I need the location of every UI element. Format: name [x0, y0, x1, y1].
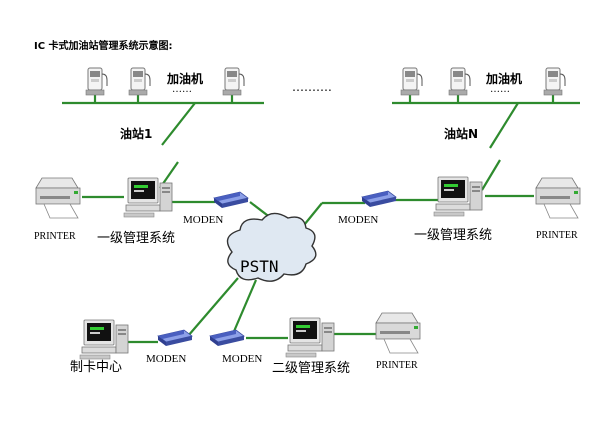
fuel-pump-icon	[85, 67, 108, 96]
second-level-name: 二级管理系统	[272, 361, 351, 376]
modem-icon	[213, 191, 249, 209]
modem-icon	[209, 329, 245, 347]
left-printer-label: PRINTER	[34, 231, 76, 242]
station-n-name: 油站N	[444, 127, 479, 141]
computer-icon	[79, 319, 129, 360]
fuel-pump-icon	[543, 67, 566, 96]
network-links	[62, 95, 580, 344]
printer-icon	[375, 312, 421, 354]
link-stationN-diag	[489, 102, 519, 149]
station-n-dots: ……	[490, 84, 510, 95]
right-modem-label: MODEN	[338, 214, 379, 226]
card-center-modem-label: MODEN	[146, 353, 187, 365]
left-center-name: 一级管理系统	[97, 231, 176, 246]
right-printer-label: PRINTER	[536, 230, 578, 241]
second-level-modem-label: MODEN	[222, 353, 263, 365]
station-1-pump-label: 加油机	[167, 72, 204, 86]
pstn-cloud-icon	[226, 212, 317, 282]
right-center-name: 一级管理系统	[414, 228, 493, 243]
left-modem-label: MODEN	[183, 214, 224, 226]
station-n-pump-label: 加油机	[486, 72, 523, 86]
middle-dots: ……….	[292, 80, 332, 94]
link-net-card-modem	[187, 277, 239, 337]
fuel-pump-icon	[222, 67, 245, 96]
link-net-second-modem	[230, 279, 258, 337]
modem-icon	[157, 329, 193, 347]
station-1-name: 油站1	[120, 127, 153, 141]
fuel-pump-icon	[128, 67, 151, 96]
link-stationN-pc	[481, 159, 501, 191]
computer-icon	[433, 176, 483, 217]
computer-icon	[285, 317, 335, 358]
second-level-printer-label: PRINTER	[376, 360, 418, 371]
fuel-pump-icon	[448, 67, 471, 96]
printer-icon	[535, 177, 581, 219]
fuel-pump-icon	[400, 67, 423, 96]
computer-icon	[123, 177, 173, 218]
station-1-dots: ……	[172, 84, 192, 95]
pstn-label: PSTN	[240, 257, 279, 276]
diagram-title: IC 卡式加油站管理系统示意图:	[34, 41, 173, 52]
modem-icon	[361, 190, 397, 208]
card-center-name: 制卡中心	[70, 360, 123, 375]
link-station1-diag	[161, 102, 196, 146]
printer-icon	[35, 177, 81, 219]
